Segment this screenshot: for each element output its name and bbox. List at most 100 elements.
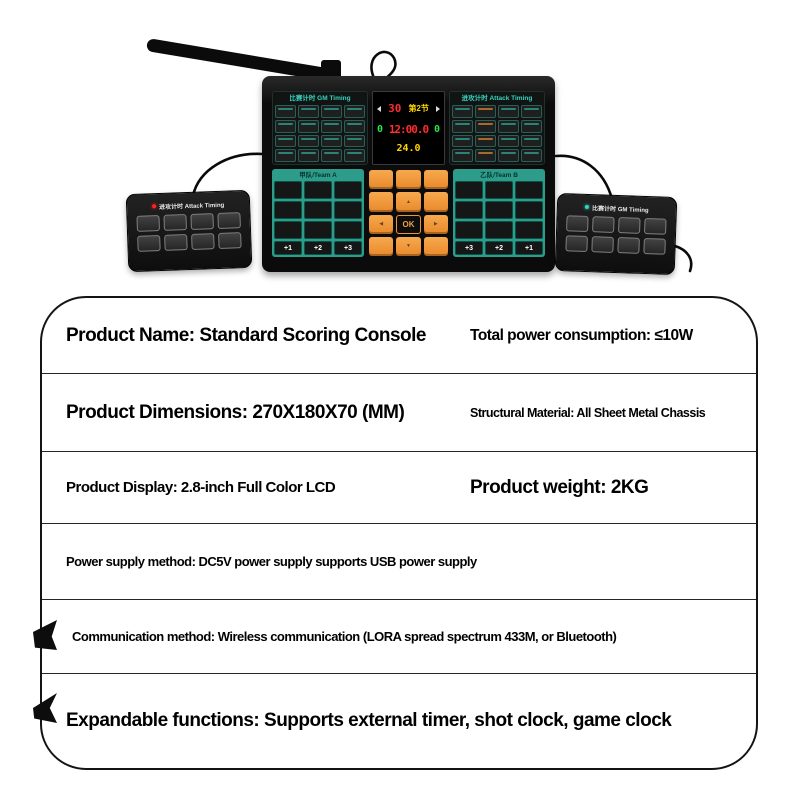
attack-timing-button	[452, 134, 473, 148]
attack-timing-button	[498, 149, 519, 162]
team-b-button	[515, 181, 543, 199]
attack-remote-button	[190, 213, 214, 230]
attack-timing-button	[521, 105, 542, 118]
attack-remote-button	[137, 235, 161, 252]
orange-key	[423, 170, 448, 190]
gm-remote-label: 比赛计时 GM Timing	[591, 205, 649, 214]
gm-timing-button	[298, 105, 319, 118]
gm-timing-button	[275, 119, 296, 133]
product-photo: 比赛计时 GM Timing 30 第2节 0 12:00.0 0	[0, 0, 800, 292]
team-b-button	[455, 221, 483, 239]
spec-sheet: Product Name: Standard Scoring Console T…	[40, 296, 758, 770]
scoring-console: 比赛计时 GM Timing 30 第2节 0 12:00.0 0	[262, 76, 555, 272]
attack-timing-button	[521, 149, 542, 162]
orange-key	[396, 170, 421, 190]
team-a-plus1-button: +1	[274, 241, 302, 255]
gm-timing-button	[321, 134, 342, 148]
team-a-panel: 甲队/Team A +1 +2 +3	[272, 169, 364, 257]
attack-remote-button	[163, 214, 187, 231]
orange-keypad: ▲ ◀ OK ▶ ▼	[368, 169, 449, 257]
spec-product-name: Product Name: Standard Scoring Console	[66, 324, 427, 346]
gm-remote-button	[565, 235, 588, 253]
display-left-marker-icon	[377, 105, 381, 112]
spec-structural-material: Structural Material: All Sheet Metal Cha…	[470, 405, 706, 420]
spec-power-consumption: Total power consumption: ≤10W	[470, 326, 693, 344]
team-a-button	[274, 201, 302, 219]
down-arrow-icon: ▼	[396, 236, 421, 256]
display-home-score: 0	[377, 123, 384, 135]
orange-key	[369, 170, 394, 190]
gm-timing-panel-label: 比赛计时 GM Timing	[289, 95, 351, 102]
team-b-button-grid	[455, 181, 543, 239]
led-indicator-teal	[585, 204, 590, 210]
attack-remote-button	[217, 212, 241, 229]
attack-remote-button	[136, 215, 160, 232]
gm-timing-remote: 比赛计时 GM Timing	[554, 192, 678, 276]
spec-display: Product Display: 2.8-inch Full Color LCD	[66, 479, 336, 496]
orange-key	[369, 192, 394, 212]
gm-remote-button-grid	[565, 215, 667, 255]
right-arrow-icon: ▶	[423, 214, 448, 234]
attack-timing-button	[521, 134, 542, 148]
spec-expandable-functions: Expandable functions: Supports external …	[66, 710, 672, 731]
team-a-button	[334, 181, 362, 199]
team-b-panel: 乙队/Team B +3 +2 +1	[453, 169, 545, 257]
team-a-label: 甲队/Team A	[299, 172, 337, 179]
gm-timing-button	[321, 149, 342, 162]
team-b-button	[485, 201, 513, 219]
attack-timing-button	[452, 119, 473, 133]
attack-timing-button	[475, 134, 496, 148]
gm-remote-button	[618, 217, 641, 234]
display-shot-value: 30	[388, 102, 402, 116]
team-a-plus3-button: +3	[334, 241, 362, 255]
up-arrow-icon: ▲	[396, 192, 421, 212]
gm-timing-panel: 比赛计时 GM Timing	[272, 91, 368, 165]
team-b-button	[485, 221, 513, 239]
attack-timing-button	[452, 105, 473, 118]
left-arrow-icon: ◀	[369, 214, 394, 234]
team-a-button	[304, 221, 332, 239]
gm-timing-button	[344, 149, 365, 162]
attack-timing-button	[521, 119, 542, 133]
gm-timing-button	[344, 105, 365, 118]
attack-timing-button	[498, 119, 519, 133]
orange-key	[423, 236, 448, 256]
attack-timing-button	[498, 134, 519, 148]
gm-timing-button	[321, 119, 342, 133]
attack-remote-label: 进攻计时 Attack Timing	[158, 202, 225, 211]
gm-timing-button	[275, 134, 296, 148]
gm-timing-button	[321, 105, 342, 118]
spec-row-expandable: Expandable functions: Supports external …	[42, 674, 756, 768]
team-a-button	[274, 181, 302, 199]
attack-remote-button	[191, 233, 215, 250]
led-indicator-red	[151, 204, 157, 209]
attack-timing-button	[452, 149, 473, 162]
gm-timing-button	[275, 149, 296, 162]
attack-timing-button	[475, 149, 496, 162]
display-shot-clock: 24.0	[396, 142, 421, 154]
gm-timing-button	[344, 134, 365, 148]
ok-button: OK	[396, 214, 421, 234]
team-b-button	[485, 181, 513, 199]
spec-communication: Communication method: Wireless communica…	[72, 629, 617, 644]
spec-dimensions: Product Dimensions: 270X180X70 (MM)	[66, 401, 405, 423]
attack-timing-button	[475, 105, 496, 118]
spec-row-product-name: Product Name: Standard Scoring Console T…	[42, 298, 756, 374]
team-b-button	[455, 201, 483, 219]
team-a-button-grid	[274, 181, 362, 239]
gm-timing-button	[298, 119, 319, 133]
gm-timing-button	[298, 134, 319, 148]
gm-remote-button	[643, 237, 666, 255]
spec-row-display: Product Display: 2.8-inch Full Color LCD…	[42, 452, 756, 524]
attack-timing-remote: 进攻计时 Attack Timing	[125, 189, 253, 273]
attack-timing-button-grid	[452, 105, 542, 162]
attack-timing-button	[498, 105, 519, 118]
attack-remote-button-grid	[136, 212, 242, 252]
spec-row-dimensions: Product Dimensions: 270X180X70 (MM) Stru…	[42, 374, 756, 452]
team-b-plus1-button: +1	[515, 241, 543, 255]
spec-power-supply: Power supply method: DC5V power supply s…	[66, 554, 477, 569]
team-a-button	[334, 221, 362, 239]
gm-remote-button	[644, 217, 667, 235]
attack-remote-button	[218, 232, 242, 249]
